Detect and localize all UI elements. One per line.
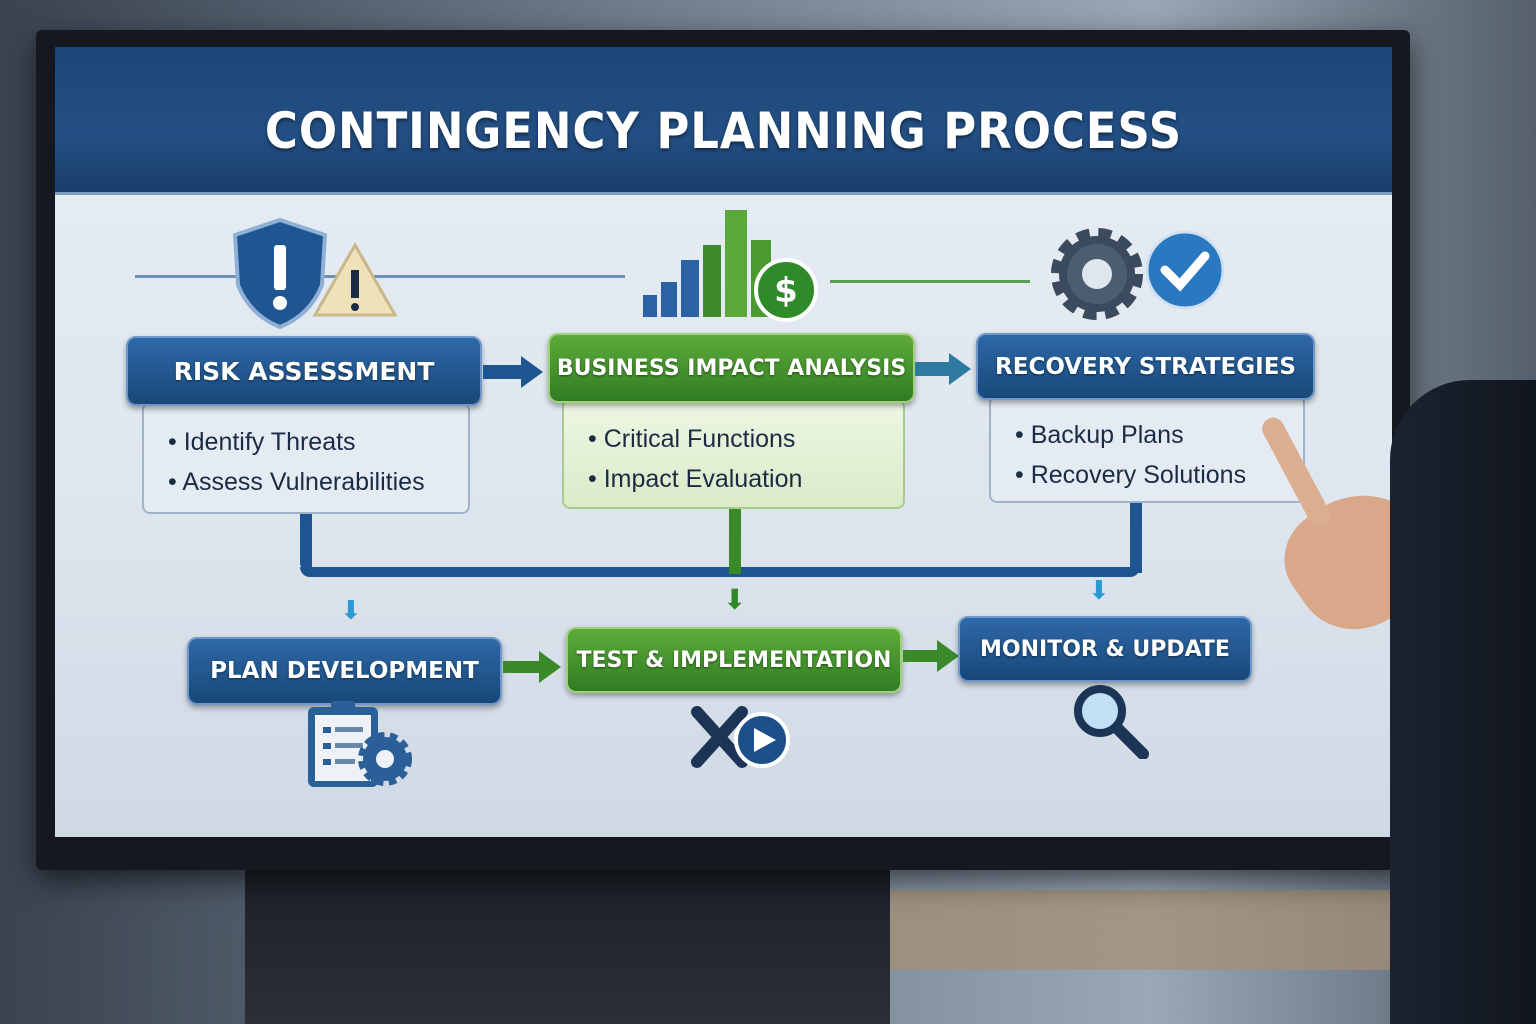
flow-arrow	[915, 362, 951, 376]
presenter-sleeve	[1390, 380, 1536, 1024]
flow-arrow-head	[521, 356, 543, 388]
connector-line	[300, 514, 312, 574]
tools-play-icon	[691, 706, 790, 768]
connector-line	[1130, 503, 1142, 573]
title-bar	[55, 47, 1392, 195]
presentation-screen: CONTINGENCY PLANNING PROCESS $ • Identif…	[55, 47, 1392, 837]
monitor-update-header: MONITOR & UPDATE	[958, 616, 1252, 682]
top-connector-line	[830, 280, 1030, 283]
bullet-item: • Recovery Solutions	[1015, 461, 1247, 489]
flow-arrow-head	[937, 640, 959, 672]
shield-warning-icon	[232, 217, 398, 330]
bullet-item: • Identify Threats	[168, 428, 356, 456]
risk-assessment-details: • Identify Threats • Assess Vulnerabilit…	[142, 402, 470, 514]
flow-arrow	[503, 661, 541, 673]
monitor-stand	[245, 868, 890, 1024]
down-arrow-icon: ⬇	[1088, 575, 1110, 605]
bullet-item: • Backup Plans	[1015, 421, 1184, 449]
bullet-item: • Assess Vulnerabilities	[168, 468, 425, 496]
business-impact-details: • Critical Functions • Impact Evaluation	[562, 399, 905, 509]
svg-text:$: $	[774, 271, 798, 311]
risk-assessment-header: RISK ASSESSMENT	[126, 336, 482, 406]
down-arrow-icon: ⬇	[723, 584, 747, 615]
clipboard-gear-icon	[308, 701, 412, 787]
bullet-item: • Critical Functions	[588, 425, 796, 453]
bullet-item: • Impact Evaluation	[588, 465, 803, 493]
test-implementation-header: TEST & IMPLEMENTATION	[566, 627, 902, 693]
top-connector-line	[135, 275, 625, 278]
background-desk	[890, 890, 1390, 970]
bar-chart-dollar-icon: $	[643, 210, 818, 322]
flow-arrow-head	[949, 353, 971, 385]
gear-check-icon	[1051, 228, 1225, 320]
magnifier-icon	[1074, 685, 1149, 759]
recovery-strategies-details: • Backup Plans • Recovery Solutions	[989, 395, 1305, 503]
down-arrow-icon: ⬇	[340, 595, 362, 625]
connector-line	[300, 567, 1140, 577]
connector-line	[729, 509, 741, 574]
business-impact-header: BUSINESS IMPACT ANALYSIS	[548, 333, 915, 403]
flow-arrow	[903, 650, 939, 662]
plan-development-header: PLAN DEVELOPMENT	[187, 637, 502, 705]
page-title: CONTINGENCY PLANNING PROCESS	[264, 102, 1183, 160]
recovery-strategies-header: RECOVERY STRATEGIES	[976, 333, 1315, 400]
flow-arrow-head	[539, 651, 561, 683]
flow-arrow	[483, 365, 523, 379]
